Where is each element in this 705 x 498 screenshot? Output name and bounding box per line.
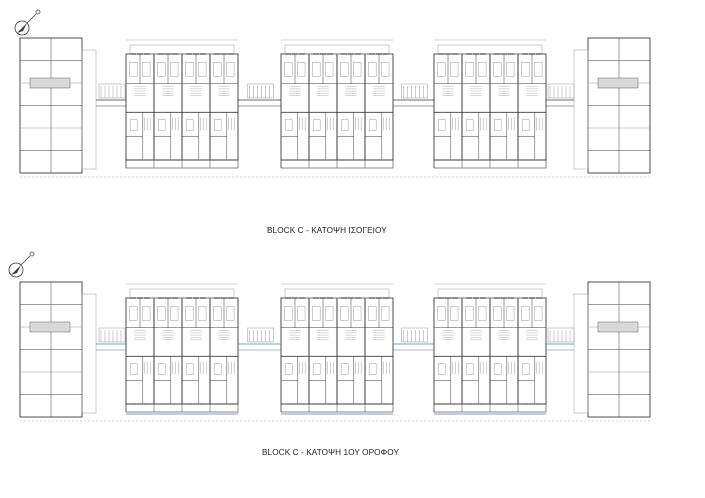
building-block bbox=[125, 39, 239, 169]
apartment-unit bbox=[433, 53, 463, 161]
apartment-unit bbox=[308, 297, 338, 405]
apartment-unit bbox=[153, 53, 183, 161]
apartment-unit bbox=[364, 53, 394, 161]
apartment-unit bbox=[308, 53, 338, 161]
end-block-left bbox=[19, 37, 97, 174]
walkway-link bbox=[238, 83, 281, 107]
apartment-unit bbox=[280, 297, 310, 405]
first-floor-caption: BLOCK C - ΚΑΤΟΨΗ 1ΟΥ ΟΡΟΦΟΥ bbox=[262, 448, 400, 457]
north-arrow-icon bbox=[8, 251, 35, 278]
apartment-unit bbox=[125, 297, 155, 405]
first-floor-plan bbox=[19, 281, 651, 422]
walkway-link bbox=[546, 83, 575, 107]
apartment-unit bbox=[489, 53, 519, 161]
apartment-unit bbox=[181, 53, 211, 161]
apartment-unit bbox=[336, 53, 366, 161]
apartment-unit bbox=[517, 297, 547, 405]
end-block-right bbox=[573, 37, 651, 174]
walkway-link bbox=[96, 83, 126, 107]
apartment-unit bbox=[517, 53, 547, 161]
apartment-unit bbox=[461, 53, 491, 161]
apartment-unit bbox=[181, 297, 211, 405]
apartment-unit bbox=[209, 53, 239, 161]
walkway-link bbox=[238, 327, 281, 351]
ground-floor-caption: BLOCK C - ΚΑΤΟΨΗ ΙΣΟΓΕΙΟΥ bbox=[267, 226, 387, 235]
apartment-unit bbox=[433, 297, 463, 405]
walkway-link bbox=[393, 83, 434, 107]
apartment-unit bbox=[461, 297, 491, 405]
end-block-right bbox=[573, 281, 651, 418]
end-block-left bbox=[19, 281, 97, 418]
apartment-unit bbox=[125, 53, 155, 161]
ground-floor-plan bbox=[19, 37, 651, 178]
apartment-unit bbox=[280, 53, 310, 161]
building-block bbox=[125, 283, 239, 415]
building-block bbox=[280, 39, 394, 169]
building-block bbox=[280, 283, 394, 415]
apartment-unit bbox=[153, 297, 183, 405]
apartment-unit bbox=[336, 297, 366, 405]
apartment-unit bbox=[364, 297, 394, 405]
building-block bbox=[433, 39, 547, 169]
building-block bbox=[433, 283, 547, 415]
north-arrow-icon bbox=[14, 9, 41, 36]
apartment-unit bbox=[489, 297, 519, 405]
apartment-unit bbox=[209, 297, 239, 405]
walkway-link bbox=[393, 327, 434, 351]
walkway-link bbox=[546, 327, 575, 351]
walkway-link bbox=[96, 327, 126, 351]
